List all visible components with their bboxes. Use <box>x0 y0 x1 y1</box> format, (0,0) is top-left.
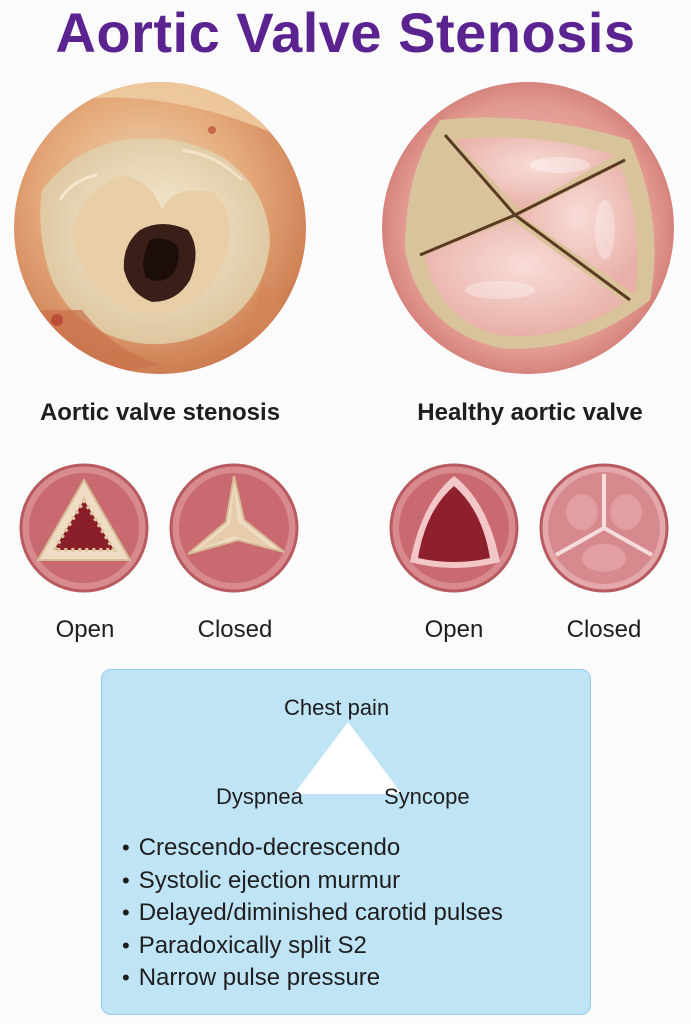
list-item: Paradoxically split S2 <box>122 930 503 963</box>
page-title: Aortic Valve Stenosis <box>55 1 636 64</box>
healthy-closed-diagram <box>538 462 670 594</box>
healthy-valve-photo <box>380 80 676 376</box>
triad-top-label: Chest pain <box>284 695 390 720</box>
healthy-open-diagram <box>388 462 520 594</box>
stenotic-closed-diagram <box>168 462 300 594</box>
list-item: Systolic ejection murmur <box>122 865 503 898</box>
stenosis-heading: Aortic valve stenosis <box>39 399 281 426</box>
triad-right-label: Syncope <box>384 784 470 809</box>
list-item: Crescendo-decrescendo <box>122 832 503 865</box>
stenotic-closed-label: Closed <box>197 616 273 643</box>
healthy-open-label: Open <box>424 616 484 643</box>
triad-triangle <box>292 720 404 796</box>
symptom-list: Crescendo-decrescendo Systolic ejection … <box>122 832 503 995</box>
healthy-closed-label: Closed <box>566 616 642 643</box>
stenotic-valve-photo <box>12 80 308 376</box>
list-item: Narrow pulse pressure <box>122 962 503 995</box>
triad-left-label: Dyspnea <box>216 784 303 809</box>
healthy-heading: Healthy aortic valve <box>417 399 643 426</box>
stenotic-open-label: Open <box>55 616 115 643</box>
stenotic-open-diagram <box>18 462 150 594</box>
list-item: Delayed/diminished carotid pulses <box>122 897 503 930</box>
